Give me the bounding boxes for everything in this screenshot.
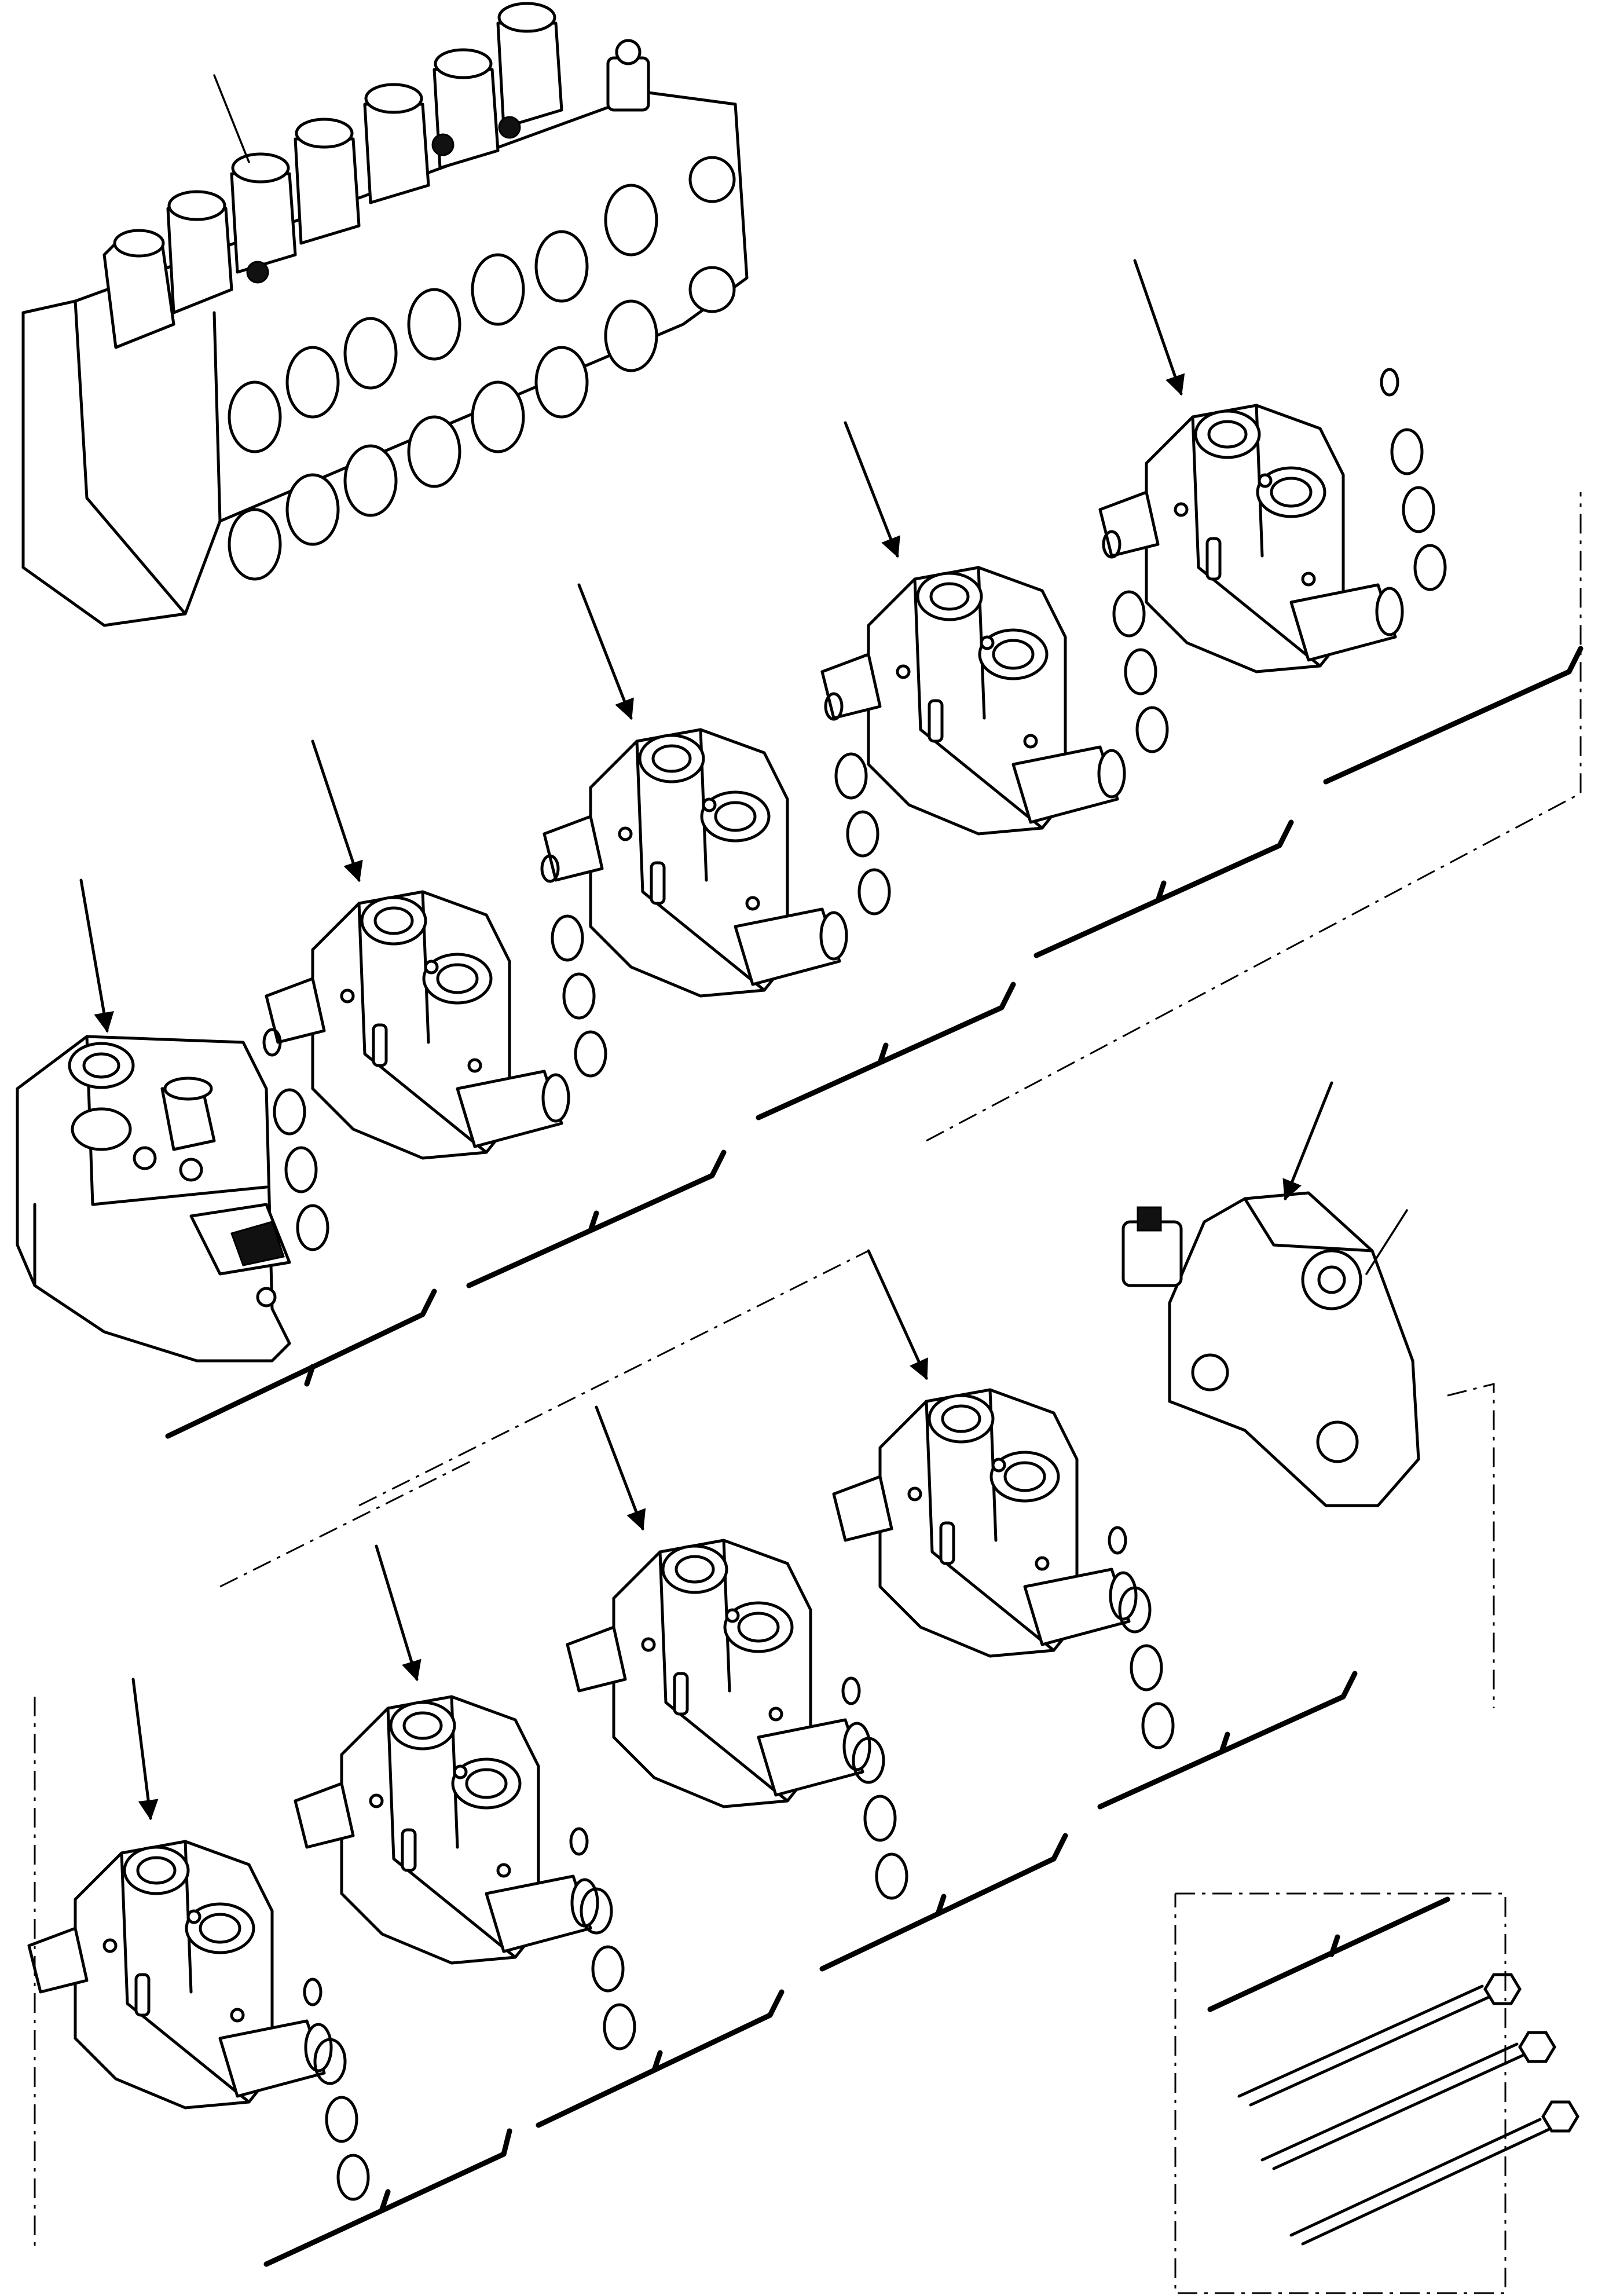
assembled-caps xyxy=(102,2,650,349)
assembled-valve xyxy=(21,2,749,627)
inlet-section xyxy=(16,1035,291,1363)
pointer-arrows xyxy=(79,259,1333,1821)
tie-rods xyxy=(1174,1892,1579,2294)
braces xyxy=(165,646,1584,2267)
end-section xyxy=(1121,1191,1420,1507)
top-row-sections xyxy=(264,369,1445,1250)
assembled-ports xyxy=(228,156,736,581)
bottom-row-sections xyxy=(29,1390,1173,2199)
guide-lines xyxy=(34,492,1582,2247)
